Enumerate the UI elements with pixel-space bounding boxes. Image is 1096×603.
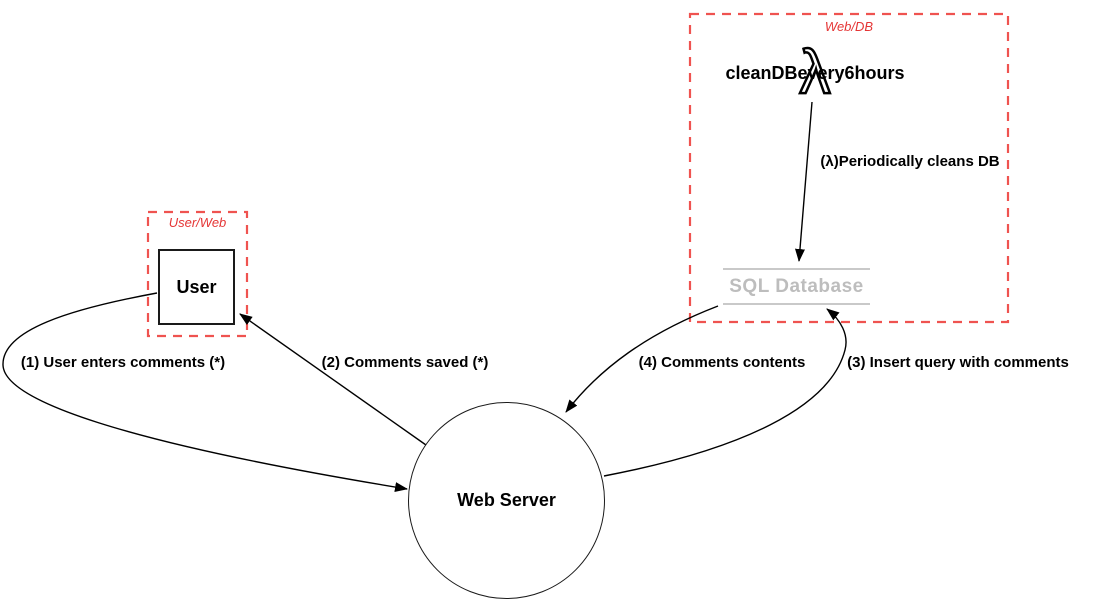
web-db-boundary-box xyxy=(688,12,1010,324)
sql-database-node-label: SQL Database xyxy=(729,275,864,297)
edge-3-label: (3) Insert query with comments xyxy=(847,354,1069,371)
lambda-icon: λ xyxy=(798,38,832,107)
edge-1-label: (1) User enters comments (*) xyxy=(20,354,226,371)
edge-4-label: (4) Comments contents xyxy=(638,354,806,371)
edge-4-sqldatabase-to-webserver xyxy=(565,305,719,413)
sql-database-node: SQL Database xyxy=(723,268,870,305)
user-node-label: User xyxy=(176,276,217,297)
web-db-boundary-label: Web/DB xyxy=(824,19,874,34)
edge-5-label: (λ)Periodically cleans DB xyxy=(820,153,1000,170)
lambda-node-label: cleanDBevery6hours xyxy=(725,63,905,83)
user-web-boundary-label: User/Web xyxy=(168,215,227,230)
web-server-node: Web Server xyxy=(408,402,605,599)
edge-2-label: (2) Comments saved (*) xyxy=(321,354,489,371)
edge-2-webserver-to-user xyxy=(239,313,427,446)
edge-5-lambda-to-sqldatabase xyxy=(794,101,813,262)
user-node: User xyxy=(158,249,235,325)
edge-3-webserver-to-sqldatabase xyxy=(603,308,847,477)
user-web-boundary-box xyxy=(146,210,249,338)
web-server-node-label: Web Server xyxy=(457,490,556,510)
edge-1-user-to-webserver xyxy=(2,292,408,492)
